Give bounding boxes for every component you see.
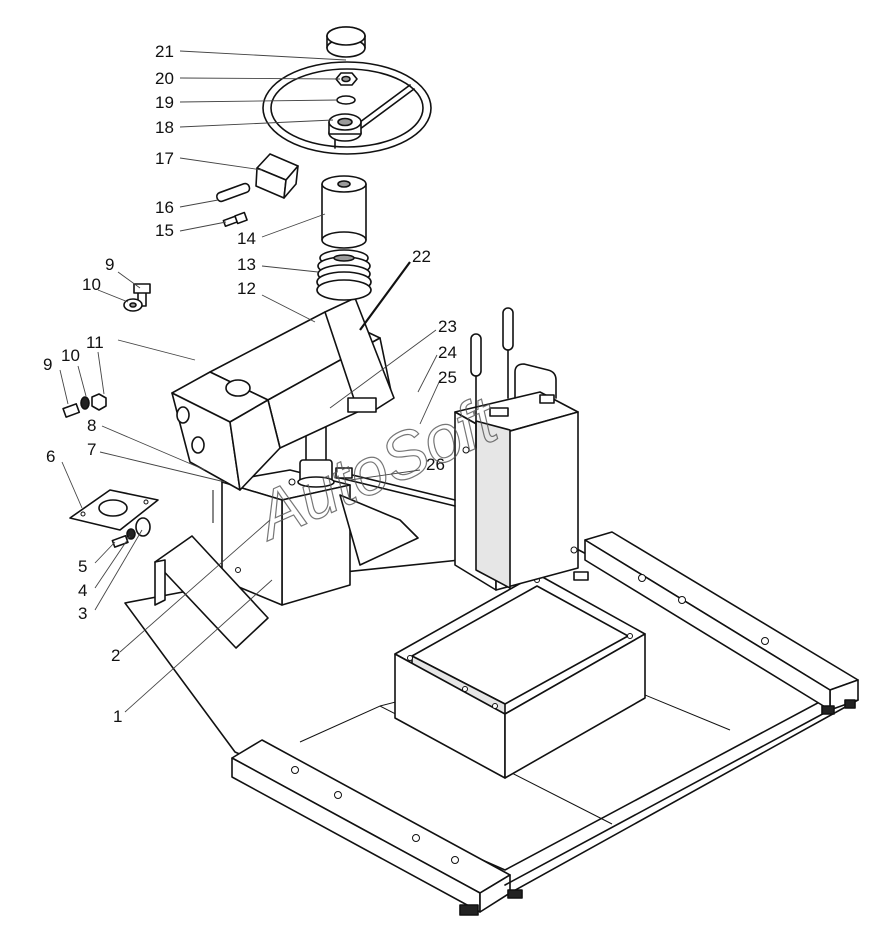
callout-18: 18 [155,118,174,137]
callout-5: 5 [78,557,87,576]
callout-2: 2 [111,646,120,665]
callout-17: 17 [155,149,174,168]
fasteners [62,283,159,548]
callout-4: 4 [78,581,87,600]
callout-15: 15 [155,221,174,240]
callout-9a: 9 [105,255,114,274]
callout-10b: 10 [61,346,80,365]
callout-14: 14 [237,229,256,248]
callout-3: 3 [78,604,87,623]
callout-11: 11 [86,333,104,352]
callout-16: 16 [155,198,174,217]
callout-22: 22 [412,247,431,266]
leader-lines [59,50,441,713]
callout-8: 8 [87,416,96,435]
open-box [394,573,646,779]
callout-19: 19 [155,93,174,112]
callout-25: 25 [438,368,457,387]
callout-26: 26 [426,455,445,474]
callout-6: 6 [46,447,55,466]
callout-9b: 9 [43,355,52,374]
callout-10a: 10 [82,275,101,294]
callout-13: 13 [237,255,256,274]
switch-parts [215,153,299,228]
console-housing [171,297,395,491]
callout-1: 1 [113,707,122,726]
callout-12: 12 [237,279,256,298]
callout-20: 20 [155,69,174,88]
control-pedestal [454,307,589,591]
callout-21: 21 [155,42,174,61]
callout-labels: 1 2 3 4 5 6 7 8 9 9 10 10 11 12 13 14 15… [43,42,457,726]
callout-23: 23 [438,317,457,336]
steering-wheel-group [262,26,432,301]
callout-7: 7 [87,440,96,459]
callout-24: 24 [438,343,457,362]
